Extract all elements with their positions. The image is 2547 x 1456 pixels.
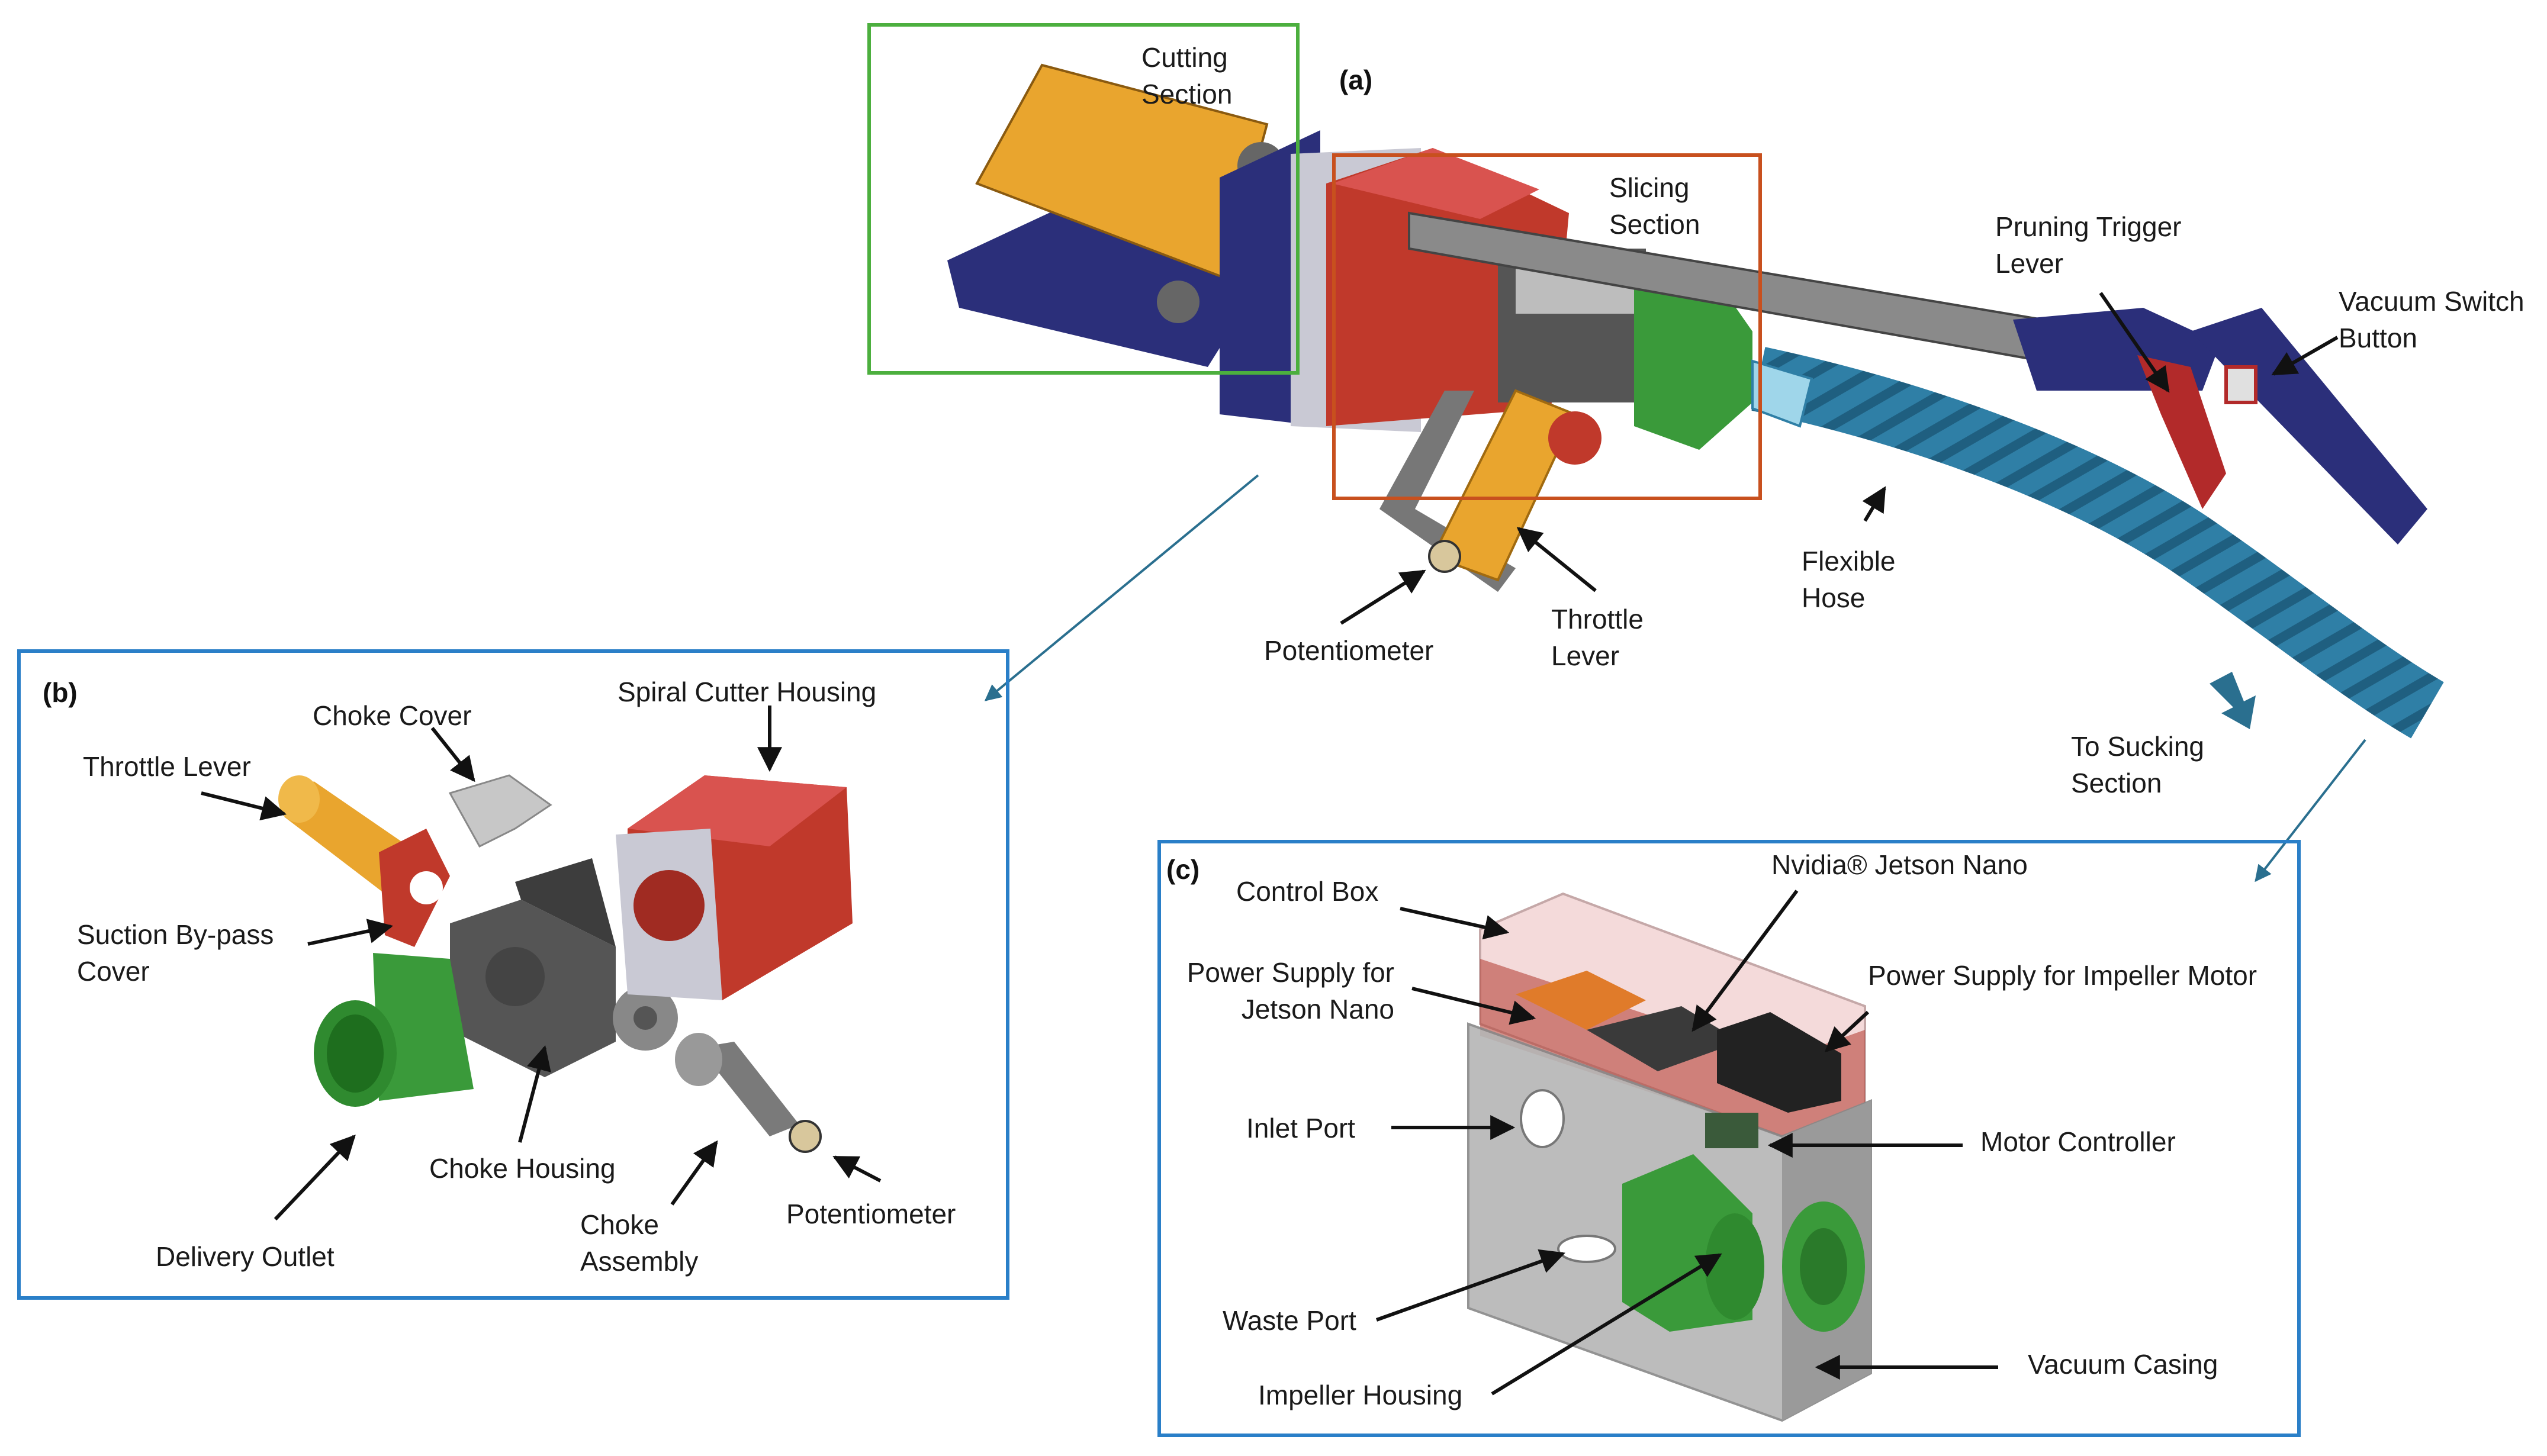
label-vacuum-casing: Vacuum Casing	[2028, 1349, 2218, 1380]
panel-c-box	[1157, 840, 2301, 1437]
label-power-supply-impeller: Power Supply for Impeller Motor	[1868, 960, 2257, 991]
label-to-sucking-section: To Sucking Section	[2071, 731, 2205, 798]
label-pruning-trigger-lever: Pruning Trigger Lever	[1995, 211, 2182, 279]
arrow-throttle-lever	[1516, 527, 1597, 592]
label-potentiometer-b: Potentiometer	[786, 1199, 956, 1229]
label-spiral-cutter-housing: Spiral Cutter Housing	[618, 677, 877, 707]
label-throttle-lever: Throttle Lever	[1551, 604, 1644, 671]
b-delivery-outlet	[373, 953, 474, 1101]
connector-to-panel-c	[2255, 739, 2366, 882]
c-arrow-waste	[1375, 1249, 1565, 1322]
label-choke-assembly: Choke Assembly	[580, 1209, 699, 1277]
flexible-hose	[1751, 347, 2444, 739]
c-arrow-impeller	[1491, 1253, 1722, 1396]
panel-a-tag: (a)	[1339, 65, 1373, 95]
label-slicing-section: Slicing Section	[1609, 172, 1700, 240]
panel-c-parts	[1467, 892, 1872, 1422]
c-arrow-control-box	[1400, 907, 1510, 940]
panel-c-tag: (c)	[1166, 854, 1200, 885]
label-jetson-nano: Nvidia® Jetson Nano	[1771, 849, 2028, 880]
label-choke-housing: Choke Housing	[429, 1153, 616, 1184]
label-motor-controller: Motor Controller	[1980, 1126, 2176, 1157]
vacuum-switch	[2224, 365, 2257, 404]
panel-a-tool	[947, 63, 2444, 739]
label-cutting-section: Cutting Section	[1141, 42, 1233, 109]
b-arrow-choke-cover	[430, 727, 475, 782]
c-motor-controller	[1705, 1113, 1758, 1148]
label-control-box: Control Box	[1236, 876, 1379, 907]
c-arrow-ps-jetson	[1411, 987, 1536, 1025]
label-suction-bypass-cover: Suction By-pass Cover	[77, 919, 274, 987]
arrow-flexible-hose	[1862, 486, 1886, 522]
label-power-supply-jetson: Power Supply for Jetson Nano	[1186, 957, 1394, 1025]
arrow-potentiometer	[1340, 569, 1426, 625]
red-slicing-top	[1332, 148, 1539, 219]
label-flexible-hose: Flexible Hose	[1802, 546, 1896, 613]
choke-disc	[1548, 411, 1601, 465]
label-delivery-outlet: Delivery Outlet	[156, 1241, 335, 1272]
cutting-yellow-blade	[975, 63, 1269, 280]
flexible-hose-cuff	[1751, 359, 1813, 428]
label-vacuum-switch-button: Vacuum Switch Button	[2339, 286, 2525, 353]
arrow-to-sucking	[2210, 672, 2256, 729]
connector-to-panel-b	[984, 474, 1259, 701]
label-choke-cover: Choke Cover	[313, 700, 472, 731]
label-waste-port: Waste Port	[1223, 1305, 1356, 1336]
slicing-section-box	[1332, 153, 1762, 500]
cutting-section-box	[867, 23, 1300, 375]
label-throttle-lever-b: Throttle Lever	[83, 751, 251, 782]
c-inlet-port	[1520, 1089, 1565, 1148]
b-arrow-suction-bypass	[307, 919, 394, 946]
potentiometer-knob	[1428, 540, 1461, 573]
b-choke-cover	[448, 774, 552, 848]
arrow-vacuum-switch	[2271, 336, 2339, 376]
label-impeller-housing: Impeller Housing	[1258, 1380, 1463, 1410]
green-funnel	[1634, 272, 1752, 450]
arrow-pruning-trigger	[2099, 292, 2170, 393]
b-arrow-throttle-lever	[201, 791, 287, 821]
label-inlet-port: Inlet Port	[1246, 1113, 1356, 1143]
b-arrow-potentiometer	[832, 1155, 882, 1183]
c-arrow-jetson	[1691, 890, 1799, 1032]
b-arrow-delivery-outlet	[274, 1134, 356, 1221]
pruning-trigger	[2137, 355, 2226, 509]
b-arrow-choke-assembly	[670, 1140, 718, 1206]
panel-b-tag: (b)	[43, 677, 78, 708]
cutting-roller-bottom	[1157, 281, 1199, 323]
c-arrow-ps-impeller	[1824, 1010, 1870, 1052]
b-arrow-choke-housing	[518, 1045, 551, 1143]
c-waste-port	[1557, 1235, 1616, 1263]
b-choke-assembly	[699, 1042, 799, 1136]
panel-b-box	[17, 649, 1009, 1300]
b-choke-housing-back	[515, 858, 616, 947]
c-power-supply-jetson	[1516, 971, 1646, 1030]
panel-b-parts	[278, 774, 853, 1153]
c-power-supply-impeller	[1717, 1012, 1841, 1113]
label-potentiometer-a: Potentiometer	[1264, 635, 1434, 666]
b-throttle-end	[278, 775, 320, 823]
b-potentiometer	[789, 1120, 822, 1153]
